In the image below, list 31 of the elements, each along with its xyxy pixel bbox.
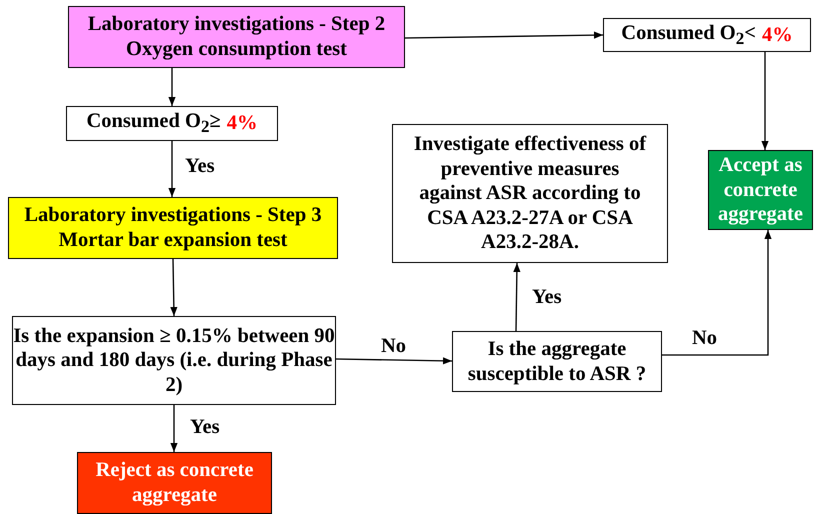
- process-box: [392, 124, 668, 263]
- box-text: Consumed O$_{2}$≥: [86, 109, 221, 138]
- arrow: [170, 405, 178, 452]
- arrow: [662, 230, 772, 356]
- box-text: 4%: [762, 22, 793, 48]
- arrow: [761, 52, 769, 150]
- box-text: Consumed O$_{2}$<: [621, 20, 756, 50]
- box-text: Is the expansion ≥ 0.15% between 90 days and 180 days (i.e. during Phase 2): [13, 324, 335, 398]
- arrow: [405, 32, 603, 39]
- box-text: 4%: [226, 111, 258, 136]
- box-text: Mortar bar expansion test: [58, 228, 288, 253]
- arrow: [513, 263, 520, 331]
- process-box: [8, 197, 338, 259]
- box-text: Accept as concrete aggregate: [716, 153, 804, 227]
- arrow: [168, 68, 176, 106]
- box-text: Laboratory investigations - Step 2: [88, 12, 386, 37]
- process-box: [708, 150, 813, 230]
- process-box: [77, 452, 272, 514]
- box-text: Laboratory investigations - Step 3: [24, 203, 322, 228]
- process-box: [603, 18, 811, 52]
- box-text: Is the aggregate susceptible to ASR ?: [466, 336, 648, 386]
- box-text: Oxygen consumption test: [126, 37, 347, 62]
- process-box: [66, 106, 278, 141]
- box-text: Investigate effectiveness of preventive measures against ASR according to CSA A23.2-27A or CSA A23.2-28A.: [412, 132, 648, 255]
- box-text: Reject as concrete aggregate: [94, 458, 254, 508]
- process-box: [452, 331, 662, 392]
- process-box: [68, 6, 405, 68]
- arrow: [336, 357, 452, 364]
- process-box: [12, 316, 336, 405]
- arrow: [168, 141, 176, 197]
- arrow: [170, 258, 178, 316]
